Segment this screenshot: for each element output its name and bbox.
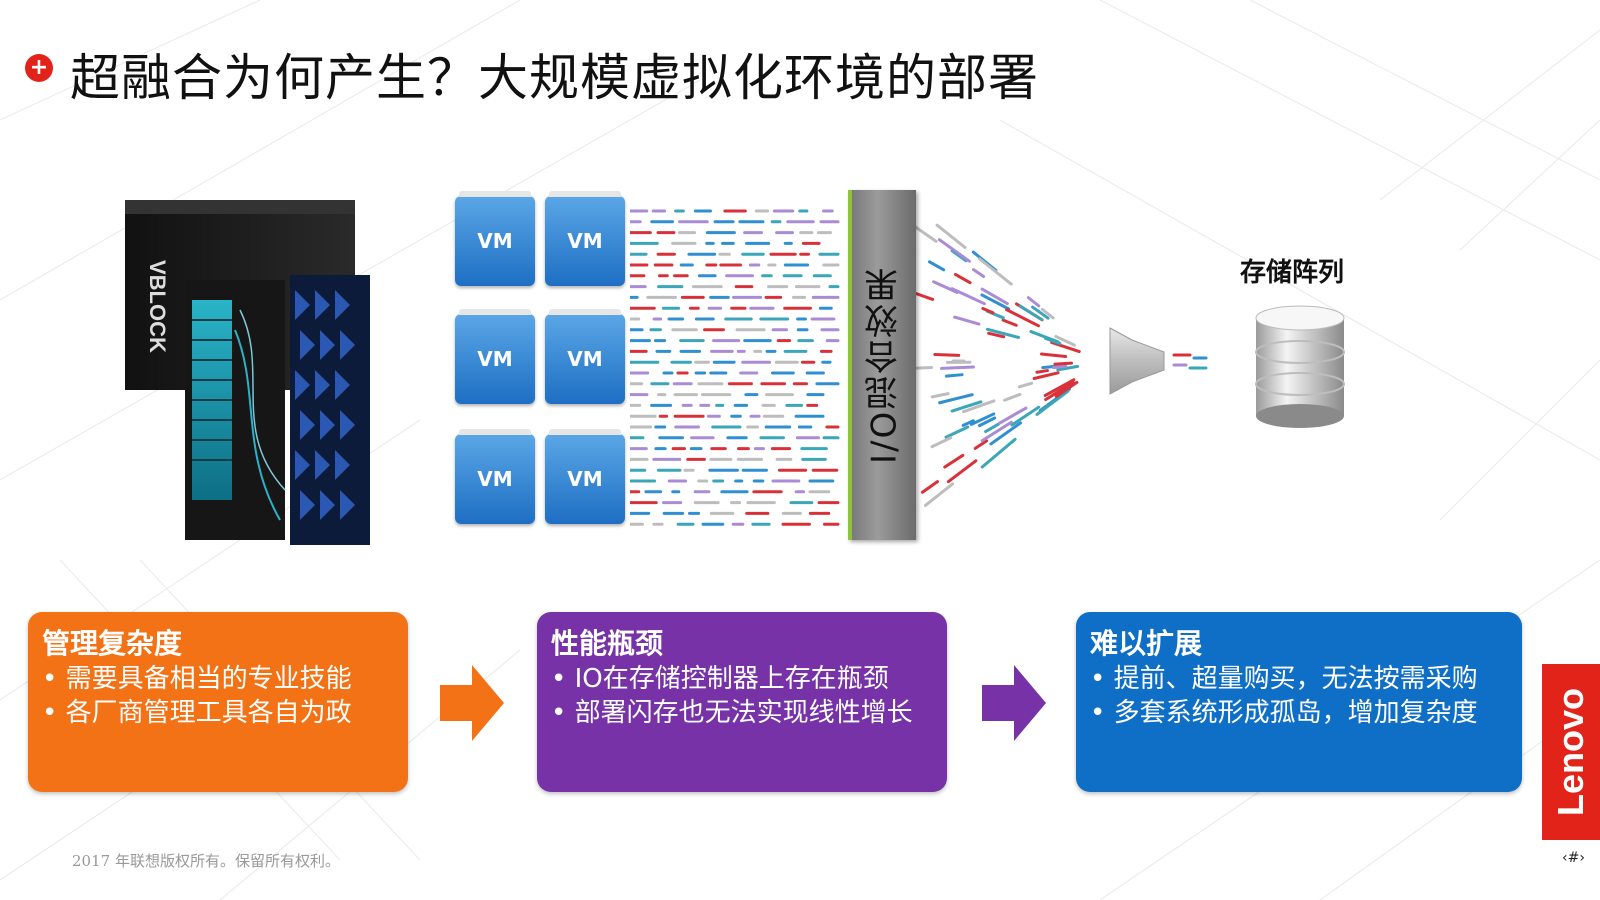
management-complexity-box: 管理复杂度 需要具备相当的专业技能 各厂商管理工具各自为政: [28, 612, 408, 792]
io-spray-dash: [1035, 389, 1070, 416]
io-spray-dash: [1017, 381, 1034, 389]
io-spray-dash: [1010, 405, 1041, 427]
scalability-box: 难以扩展 提前、超量购买，无法按需采购 多套系统形成孤岛，增加复杂度: [1076, 612, 1522, 792]
io-spray-dash: [1032, 371, 1060, 380]
io-spray-dash: [1043, 336, 1062, 346]
server-racks-image: VBLOCK: [125, 200, 370, 545]
vm-icon: VM: [545, 429, 625, 524]
box-title: 性能瓶颈: [551, 627, 664, 660]
box-bullet: 多套系统形成孤岛，增加复杂度: [1090, 696, 1478, 730]
right-arrow-icon: [440, 665, 504, 741]
io-spray-dash: [1003, 392, 1022, 402]
vm-icon: VM: [545, 309, 625, 404]
io-spray-dash: [912, 223, 938, 243]
io-spray-dash: [1018, 304, 1044, 321]
io-spray-dash: [912, 366, 934, 370]
io-spray-dash: [953, 272, 972, 285]
lenovo-logo-text: Lenovo: [1550, 688, 1591, 817]
title-bullet-icon: +: [25, 54, 53, 82]
performance-bottleneck-box: 性能瓶颈 IO在存储控制器上存在瓶颈 部署闪存也无法实现线性增长: [537, 612, 947, 792]
right-arrow-icon: [982, 665, 1046, 741]
box-bullet: IO在存储控制器上存在瓶颈: [551, 662, 913, 696]
io-spray-dash: [969, 412, 996, 426]
io-spray-dash: [1035, 369, 1049, 374]
io-spray-dash: [980, 293, 1011, 311]
database-icon: [1255, 305, 1345, 428]
io-funnel-graphic: [912, 223, 1208, 507]
io-spray-dash: [1039, 352, 1068, 359]
io-spray-dash: [944, 373, 964, 378]
io-blender-label: I/O混合效果: [864, 265, 905, 465]
io-spray-dash: [944, 425, 970, 439]
io-spray-dash: [953, 315, 981, 326]
vm-icon: VM: [455, 429, 535, 524]
io-spray-dash: [1054, 380, 1079, 398]
io-spray-dash: [961, 399, 996, 414]
slide-title: 超融合为何产生？大规模虚拟化环境的部署: [70, 49, 1039, 107]
io-spray-dash: [1050, 340, 1081, 354]
io-spray-dash: [980, 437, 1017, 469]
io-spray-dash: [989, 421, 1023, 446]
lenovo-logo: Lenovo: [1542, 664, 1600, 840]
io-spray-dash: [950, 249, 968, 263]
io-spray-dash: [980, 287, 1009, 306]
io-spray-dash: [933, 352, 961, 357]
io-spray-dash: [985, 327, 1021, 339]
io-spray-dash: [935, 223, 967, 249]
io-spray-dash: [940, 365, 975, 370]
box-bullet: 需要具备相当的专业技能: [42, 662, 352, 696]
io-spray-dash: [932, 280, 959, 294]
io-spray-dash: [927, 260, 946, 272]
io-spray-dash: [1043, 378, 1076, 397]
io-streams-graphic: [630, 209, 840, 526]
io-spray-dash: [998, 406, 1028, 425]
io-spray-dash: [1054, 334, 1076, 347]
vm-icon: VM: [545, 191, 625, 286]
io-spray-dash: [943, 453, 965, 469]
io-spray-dash: [978, 257, 1013, 286]
io-spray-dash: [1001, 318, 1018, 327]
io-spray-dash: [938, 393, 974, 405]
vm-icon: VM: [455, 309, 535, 404]
io-spray-dash: [1026, 296, 1041, 308]
io-spray-dash: [1044, 381, 1075, 402]
box-title: 难以扩展: [1090, 627, 1203, 660]
io-spray-dash: [977, 416, 997, 428]
io-spray-dash: [950, 400, 983, 413]
io-spray-dash: [920, 480, 939, 494]
page-number: ‹#›: [1562, 850, 1585, 866]
io-spray-dash: [987, 331, 1006, 339]
svg-text:VBLOCK: VBLOCK: [145, 260, 170, 353]
copyright-footer: 2017 年联想版权所有。保留所有权利。: [72, 852, 340, 870]
box-bullet: 提前、超量购买，无法按需采购: [1090, 662, 1478, 696]
io-spray-dash: [1040, 307, 1055, 320]
io-spray-dash: [946, 459, 978, 484]
io-spray-dash: [980, 420, 1013, 443]
vm-icon: VM: [455, 191, 535, 286]
io-spray-dash: [1005, 308, 1040, 328]
io-spray-dash: [981, 307, 995, 315]
box-bullet: 部署闪存也无法实现线性增长: [551, 696, 913, 730]
io-spray-dash: [1051, 364, 1068, 370]
io-spray-dash: [1031, 305, 1050, 320]
io-spray-dash: [984, 422, 1001, 434]
io-spray-dash: [1056, 364, 1080, 372]
io-spray-dash: [973, 439, 989, 450]
storage-array-label: 存储阵列: [1240, 258, 1345, 288]
io-blender-bar: I/O混合效果: [848, 190, 916, 540]
io-spray-dash: [937, 238, 971, 263]
io-spray-dash: [913, 291, 935, 301]
io-spray-dash: [972, 268, 986, 279]
io-spray-dash: [923, 482, 955, 507]
io-spray-dash: [930, 436, 953, 449]
box-title: 管理复杂度: [42, 627, 183, 660]
io-spray-dash: [1053, 361, 1073, 366]
io-spray-dash: [930, 392, 950, 399]
io-spray-dash: [961, 419, 975, 427]
box-bullet: 各厂商管理工具各自为政: [42, 696, 352, 730]
